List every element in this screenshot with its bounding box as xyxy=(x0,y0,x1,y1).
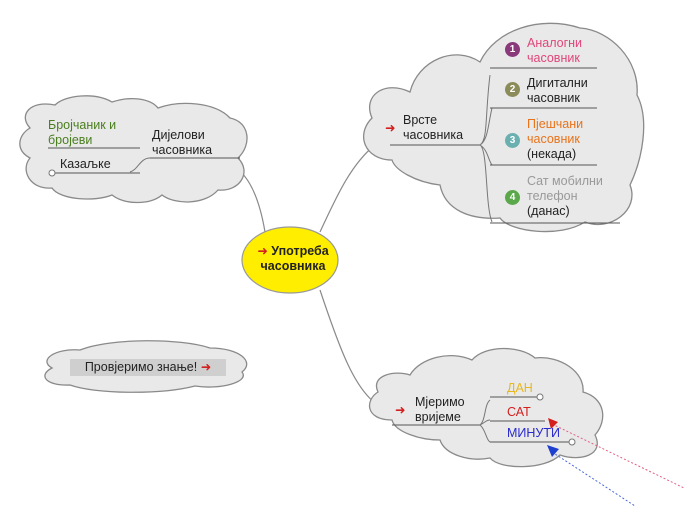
relation-arrowhead-blue xyxy=(547,445,559,457)
types-item-1-line2: часовник xyxy=(527,51,580,65)
measure-item-3[interactable]: МИНУТИ xyxy=(507,426,560,440)
types-item-2[interactable]: Дигитални часовник xyxy=(527,76,588,106)
types-item-3[interactable]: Пјешчани часовник (некада) xyxy=(527,117,583,162)
connector-measure xyxy=(319,289,379,406)
center-label[interactable]: ➜ Употреба часовника xyxy=(248,244,338,274)
types-item-1-line1: Аналогни xyxy=(527,36,583,50)
parts-item-1[interactable]: Бројчаник и бројеви xyxy=(48,118,117,147)
types-item-2-line1: Дигитални xyxy=(527,76,588,90)
types-item-3-line3: (некада) xyxy=(527,147,577,161)
types-badge-1: 1 xyxy=(505,42,520,57)
types-item-3-line2: часовник xyxy=(527,132,580,146)
relation-line-blue xyxy=(551,451,636,506)
types-item-4-line3: (данас) xyxy=(527,204,570,218)
check-knowledge-button[interactable]: Провјеримо знање! ➜ xyxy=(70,359,226,376)
types-badge-4: 4 xyxy=(505,190,520,205)
types-badge-2: 2 xyxy=(505,82,520,97)
center-node[interactable] xyxy=(241,226,339,294)
center-arrow: ➜ xyxy=(257,244,268,258)
measure-item-1[interactable]: ДАН xyxy=(507,381,533,395)
center-text: Употреба часовника xyxy=(260,244,329,273)
measure-tree xyxy=(479,399,491,443)
relation-arrowhead-red xyxy=(548,418,558,429)
measure-arrow: ➜ xyxy=(395,403,406,417)
parts-item-2-knob[interactable] xyxy=(48,169,56,177)
measure-branch-label: Мјеримо вријеме xyxy=(415,395,465,424)
parts-branch-link xyxy=(129,157,151,173)
parts-branch-label[interactable]: Дијелови часовника xyxy=(152,128,213,157)
measure-item-1-knob[interactable] xyxy=(536,393,544,401)
check-knowledge-label: Провјеримо знање! xyxy=(84,360,198,374)
types-badge-3: 3 xyxy=(505,133,520,148)
measure-item-2[interactable]: САТ xyxy=(507,405,531,419)
types-item-4[interactable]: Сат мобилни телефон (данас) xyxy=(527,174,603,219)
types-tree xyxy=(479,74,493,223)
connector-types xyxy=(319,144,376,233)
measure-item-3-knob[interactable] xyxy=(568,438,576,446)
types-item-3-line1: Пјешчани xyxy=(527,117,584,131)
relation-line-red xyxy=(551,423,684,489)
types-branch-label: Врсте часовника xyxy=(403,113,464,142)
parts-item-2[interactable]: Казаљке xyxy=(60,157,111,171)
types-item-4-line1: Сат мобилни xyxy=(527,174,603,188)
types-item-4-line2: телефон xyxy=(527,189,578,203)
check-knowledge-arrow: ➜ xyxy=(200,360,212,374)
types-arrow: ➜ xyxy=(385,121,396,135)
parts-cloud xyxy=(19,95,248,204)
types-item-1[interactable]: Аналогни часовник xyxy=(527,36,582,66)
types-cloud xyxy=(362,22,645,233)
types-item-2-line2: часовник xyxy=(527,91,580,105)
